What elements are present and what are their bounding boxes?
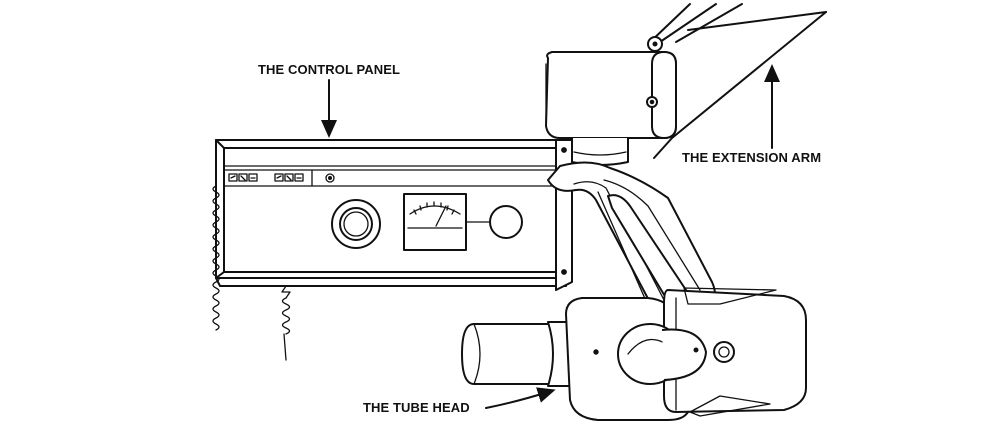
yoke-head-block bbox=[545, 51, 677, 166]
control-panel bbox=[215, 139, 573, 291]
label-control-panel: THE CONTROL PANEL bbox=[258, 62, 401, 77]
label-tube-head: THE TUBE HEAD bbox=[363, 400, 470, 415]
tube-head bbox=[461, 287, 807, 421]
yoke-arm bbox=[547, 161, 716, 320]
extension-arm bbox=[647, 3, 827, 159]
coiled-cord-right bbox=[281, 285, 291, 361]
label-extension-arm: THE EXTENSION ARM bbox=[682, 150, 822, 165]
tube-head-arrow bbox=[485, 387, 556, 409]
coiled-cord-left bbox=[212, 185, 220, 331]
